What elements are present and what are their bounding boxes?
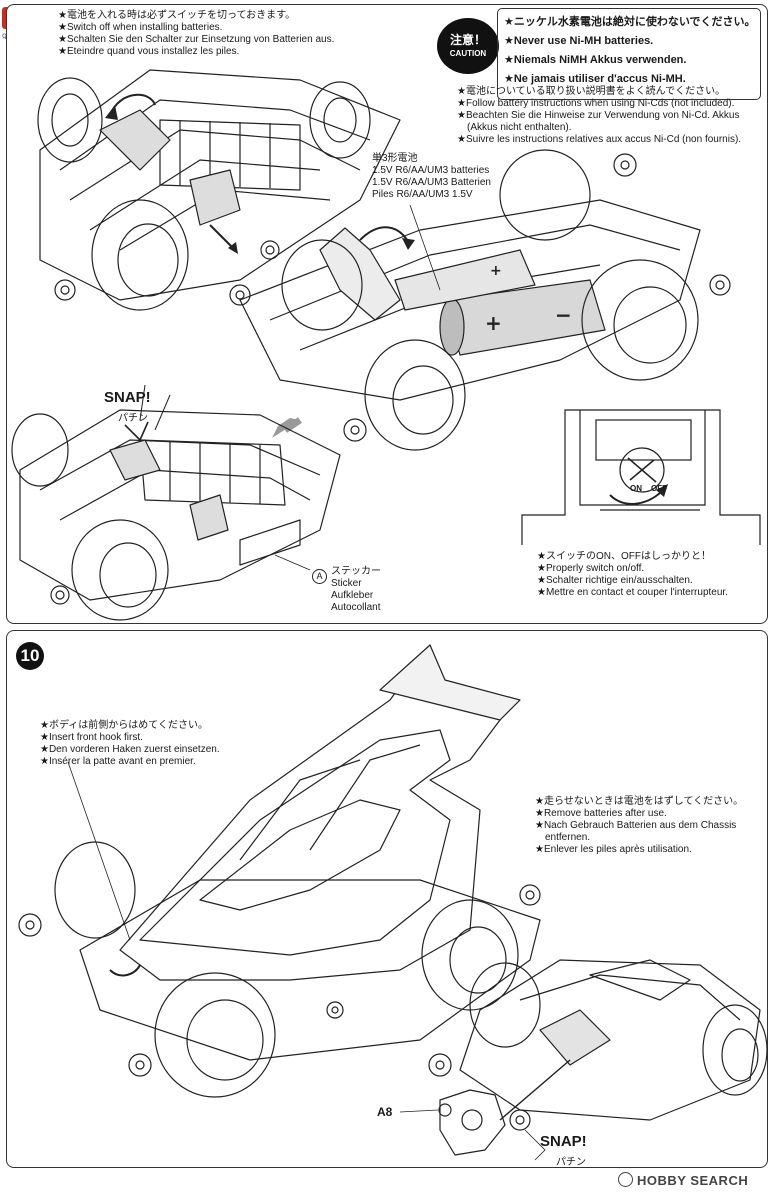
remove-note-line: ★Remove batteries after use. — [535, 808, 667, 819]
switch-note-line: ★スイッチのON、OFFはしっかりと！ — [537, 551, 711, 562]
note-line: ★電池についている取り扱い説明書をよく読んでください。 — [457, 86, 726, 97]
battery-type-label: 単3形電池 1.5V R6/AA/UM3 batteries 1.5V R6/A… — [372, 153, 491, 201]
caution-line: ★ニッケル水素電池は絶対に使わないでください。 — [504, 16, 756, 28]
remove-note-line: ★走らせないときは電池をはずしてください。 — [535, 796, 744, 807]
caution-badge-jp: 注意！ — [449, 33, 486, 47]
switch-notes: ★スイッチのON、OFFはしっかりと！ ★Properly switch on/… — [537, 551, 728, 599]
body-note-line: ★ボディは前側からはめてください。 — [40, 720, 208, 731]
instruction-line: ★Eteindre quand vous installez les piles… — [58, 46, 240, 57]
hobby-search-logo-icon — [618, 1172, 633, 1187]
switch-on-label: ON — [630, 484, 642, 493]
sticker-marker: A — [312, 569, 327, 584]
step-10-panel — [6, 630, 768, 1168]
switch-note-line: ★Mettre en contact et couper l'interrupt… — [537, 587, 728, 598]
caution-line: ★Never use Ni-MH batteries. — [504, 35, 654, 47]
battery-label-line: 単3形電池 — [372, 153, 418, 164]
switch-off-label: OFF — [651, 484, 667, 493]
note-line: ★Follow battery instructions when using … — [457, 98, 735, 109]
battery-label-line: Piles R6/AA/UM3 1.5V — [372, 189, 473, 200]
snap-label-top: SNAP! — [104, 389, 151, 406]
caution-badge-en: CAUTION — [449, 49, 487, 58]
remove-battery-notes: ★走らせないときは電池をはずしてください。 ★Remove batteries … — [535, 796, 743, 856]
hobby-search-text: HOBBY SEARCH — [637, 1173, 749, 1188]
step-number: 10 — [16, 642, 44, 670]
body-note-line: ★Insert front hook first. — [40, 732, 143, 743]
body-note-line: ★Insérer la patte avant en premier. — [40, 756, 196, 767]
switch-note-line: ★Schalter richtige ein/ausschalten. — [537, 575, 693, 586]
caution-box: ★ニッケル水素電池は絶対に使わないでください。 ★Never use Ni-MH… — [497, 8, 761, 100]
caution-line: ★Niemals NiMH Akkus verwenden. — [504, 54, 687, 66]
hobby-search-watermark: HOBBY SEARCH — [618, 1172, 748, 1188]
note-line: ★Beachten Sie die Hinweise zur Verwendun… — [457, 110, 740, 121]
remove-note-line: ★Nach Gebrauch Batterien aus dem Chassis — [535, 820, 737, 831]
instruction-line: ★Schalten Sie den Schalter zur Einsetzun… — [58, 34, 335, 45]
caution-badge: 注意！ CAUTION — [437, 18, 499, 74]
note-line: (Akkus nicht enthalten). — [467, 122, 572, 133]
instruction-line: ★電池を入れる時は必ずスイッチを切っておきます。 — [58, 10, 296, 21]
remove-note-line: entfernen. — [545, 832, 591, 843]
sticker-callout: A — [312, 566, 327, 584]
note-line: ★Suivre les instructions relatives aux a… — [457, 134, 742, 145]
sticker-label: ステッカー Sticker Aufkleber Autocollant — [331, 566, 381, 614]
sticker-line: Aufkleber — [331, 590, 374, 601]
sticker-line: Autocollant — [331, 602, 381, 613]
snap-label-bottom: SNAP! — [540, 1133, 587, 1150]
snap-katakana-bottom: パチン — [556, 1157, 586, 1168]
battery-handling-notes: ★電池についている取り扱い説明書をよく読んでください。 ★Follow batt… — [457, 86, 741, 146]
part-label-a8: A8 — [377, 1105, 393, 1119]
caution-line: ★Ne jamais utiliser d'accus Ni-MH. — [504, 73, 686, 85]
sticker-line: Sticker — [331, 578, 362, 589]
switch-note-line: ★Properly switch on/off. — [537, 563, 645, 574]
body-fitting-notes: ★ボディは前側からはめてください。 ★Insert front hook fir… — [40, 720, 220, 768]
switch-off-instructions: ★電池を入れる時は必ずスイッチを切っておきます。 ★Switch off whe… — [58, 10, 334, 58]
battery-label-line: 1.5V R6/AA/UM3 batteries — [372, 165, 490, 176]
battery-label-line: 1.5V R6/AA/UM3 Batterien — [372, 177, 491, 188]
instruction-line: ★Switch off when installing batteries. — [58, 22, 223, 33]
sticker-line: ステッカー — [331, 566, 381, 577]
snap-katakana-top: パチン — [118, 413, 148, 424]
remove-note-line: ★Enlever les piles après utilisation. — [535, 844, 692, 855]
body-note-line: ★Den vorderen Haken zuerst einsetzen. — [40, 744, 220, 755]
